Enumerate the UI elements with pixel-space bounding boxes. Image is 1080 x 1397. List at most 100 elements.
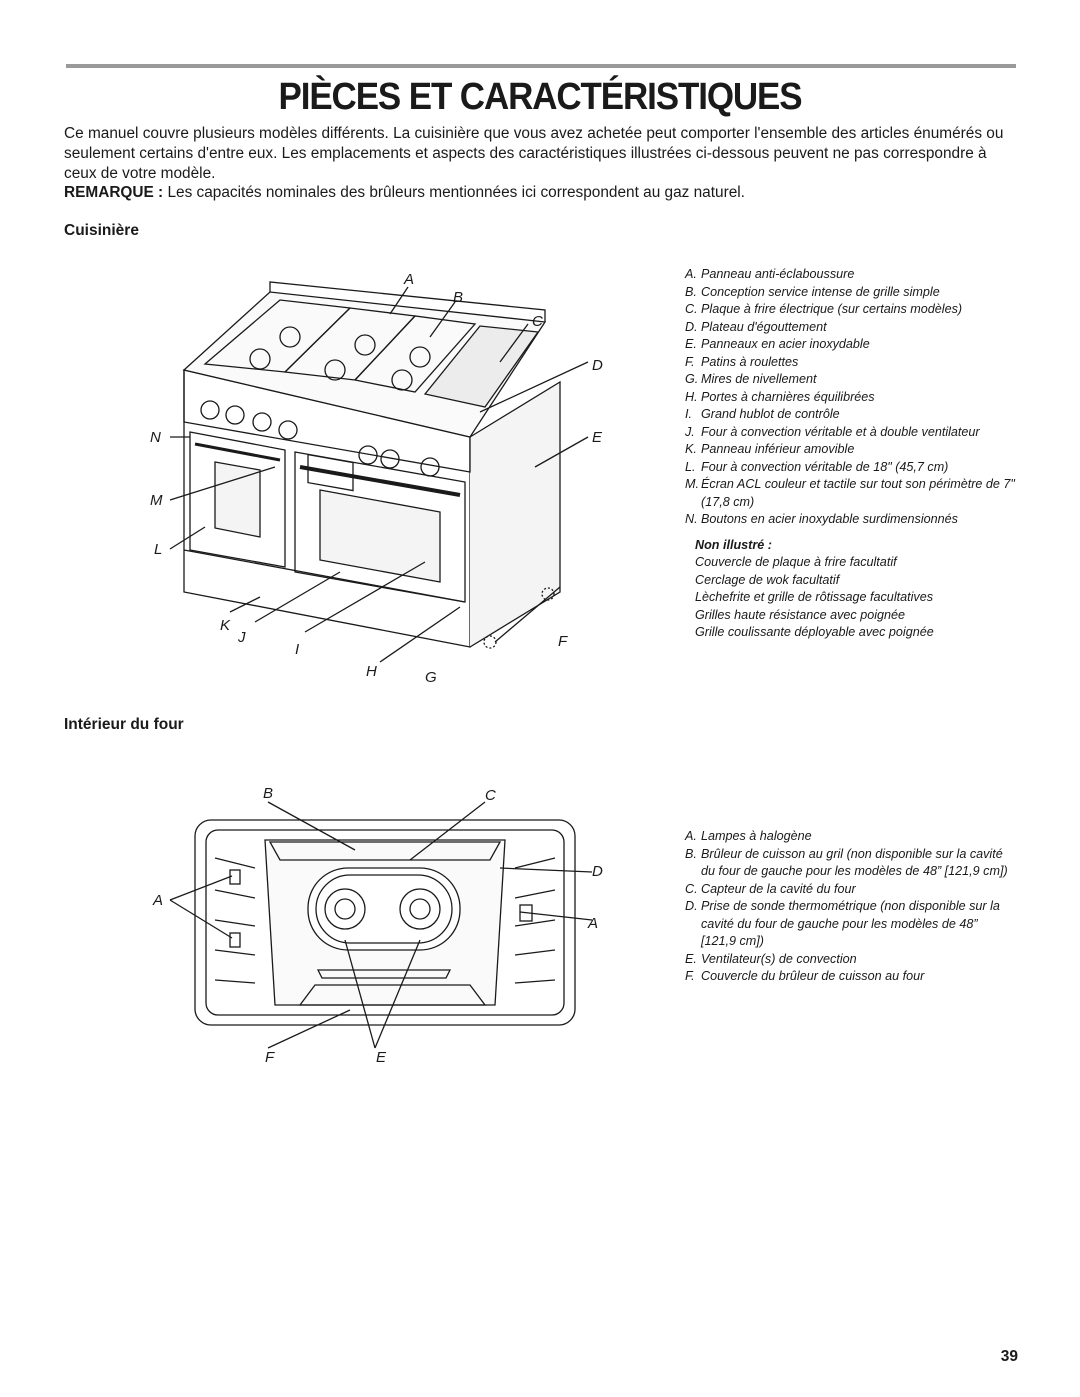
range-illustration: A B C D E F G H I J K L M N [150,271,603,686]
legend-item: D.Plateau d'égouttement [685,319,1015,337]
oven-interior-illustration: B C D A A F E [152,785,603,1066]
legend-letter: C. [685,302,698,316]
legend-item: B. Conception service intense de grille s… [685,284,1015,302]
legend-item: G.Mires de nivellement [685,371,1015,389]
legend-letter: D. [685,899,698,913]
range-label-k: K [220,617,231,634]
legend-text: Brûleur de cuisson au gril (non disponib… [701,846,1008,879]
legend-text: Four à convection véritable et à double … [701,424,980,439]
oven-label-c: C [485,787,496,804]
legend-item: D.Prise de sonde thermométrique (non dis… [685,898,1015,951]
legend-text: Conception service intense de grille sim… [701,284,940,299]
legend-text: Écran ACL couleur et tactile sur tout so… [701,477,1015,509]
range-label-g: G [425,669,437,686]
oven-label-a-left: A [152,892,163,909]
not-shown-item: Couvercle de plaque à frire facultatif [695,555,897,569]
oven-label-f: F [265,1049,275,1066]
legend-item: K. Panneau inférieur amovible [685,441,1015,459]
legend-item: M.Écran ACL couleur et tactile sur tout … [685,476,1015,511]
legend-letter: C. [685,881,698,896]
legend-letter: G. [685,372,699,386]
range-label-j: J [237,629,246,646]
legend-letter: H. [685,389,698,404]
legend-text: Four à convection véritable de 18" (45,7… [701,459,949,474]
legend-item: N.Boutons en acier inoxydable surdimensi… [685,511,1015,529]
not-shown-item: Grilles haute résistance avec poignée [695,607,906,622]
range-label-a: A [403,271,414,288]
not-shown-item: Lèchefrite et grille de rôtissage facult… [695,590,934,604]
legend-letter: K. [685,442,697,456]
legend-letter: M. [685,477,699,491]
oven-heading: Intérieur du four [64,716,184,733]
range-heading: Cuisinière [64,222,139,239]
intro-paragraph: Ce manuel couvre plusieurs modèles diffé… [64,125,1004,182]
legend-letter: I. [685,407,692,421]
range-label-b: B [453,289,463,306]
legend-letter: E. [685,337,697,351]
note-label: REMARQUE : [64,184,164,201]
not-shown-item: Grille coulissante déployable avec poign… [695,625,934,639]
range-label-n: N [150,429,161,446]
legend-item: B. Brûleur de cuisson au gril (non dispon… [685,846,1015,881]
legend-text: Panneau inférieur amovible [701,442,855,456]
legend-item: C.Capteur de la cavité du four [685,881,1015,899]
legend-letter: F. [685,969,695,983]
legend-text: Plaque à frire électrique (sur certains … [701,302,963,316]
legend-item: A. Panneau anti-éclaboussure [685,266,1015,284]
not-shown-heading: Non illustré : [695,537,772,552]
page-title: PIÈCES ET CARACTÉRISTIQUES [278,76,803,118]
legend-letter: B. [685,284,697,299]
range-label-h: H [366,663,377,680]
legend-item: F. Couvercle du brûleur de cuisson au fou… [685,968,1015,986]
legend-text: Grand hublot de contrôle [701,407,840,421]
range-label-f: F [558,633,568,650]
legend-text: Patins à roulettes [701,354,799,369]
legend-text: Panneau anti-éclaboussure [701,267,855,281]
intro-note: REMARQUE : Les capacités nominales des b… [64,184,1020,202]
oven-label-b: B [263,785,273,802]
note-text: Les capacités nominales des brûleurs men… [163,184,745,201]
legend-item: J. Four à convection véritable et à doubl… [685,424,1015,442]
legend-item: C.Plaque à frire électrique (sur certain… [685,301,1015,319]
legend-text: Boutons en acier inoxydable surdimension… [701,512,958,526]
not-shown-item: Cerclage de wok facultatif [695,572,840,587]
legend-letter: B. [685,846,697,861]
legend-letter: D. [685,319,698,334]
legend-text: Panneaux en acier inoxydable [701,337,870,351]
legend-letter: A. [685,829,697,843]
legend-item: A. Lampes à halogène [685,828,1015,846]
legend-letter: A. [685,267,697,281]
range-label-e: E [592,429,603,446]
legend-text: Ventilateur(s) de convection [701,951,857,966]
legend-text: Capteur de la cavité du four [701,881,856,896]
legend-item: F. Patins à roulettes [685,354,1015,372]
legend-text: Prise de sonde thermométrique (non dispo… [701,899,1000,948]
page-number: 39 [1000,1348,1018,1365]
legend-letter: E. [685,951,697,966]
legend-letter: J. [685,424,695,439]
legend-text: Portes à charnières équilibrées [701,389,875,404]
oven-label-e: E [376,1049,387,1066]
range-label-c: C [532,313,543,330]
legend-text: Lampes à halogène [701,829,812,843]
legend-text: Couvercle du brûleur de cuisson au four [701,969,925,983]
range-label-d: D [592,357,603,374]
legend-letter: F. [685,354,695,369]
legend-item: H.Portes à charnières équilibrées [685,389,1015,407]
legend-text: Plateau d'égouttement [701,319,827,334]
oven-label-a-right: A [587,915,598,932]
legend-item: E. Panneaux en acier inoxydable [685,336,1015,354]
legend-text: Mires de nivellement [701,372,817,386]
header-rule [66,64,1016,68]
legend-letter: N. [685,512,698,526]
oven-label-d: D [592,863,603,880]
range-label-m: M [150,492,163,509]
range-label-i: I [295,641,299,658]
legend-item: I. Grand hublot de contrôle [685,406,1015,424]
range-label-l: L [154,541,162,558]
legend-letter: L. [685,459,696,474]
legend-item: E. Ventilateur(s) de convection [685,951,1015,969]
legend-item: L. Four à convection véritable de 18" (45… [685,459,1015,477]
